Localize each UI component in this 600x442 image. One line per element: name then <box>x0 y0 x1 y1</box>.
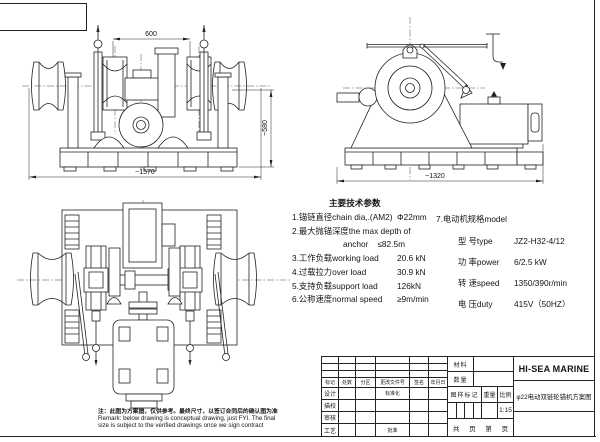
frame-border-right <box>594 0 596 437</box>
rev-header-zone: 分区 <box>356 378 376 388</box>
warping-drum-right-plan <box>213 252 257 306</box>
motor-spec-row: 转 速speed 1350/390r/min <box>458 277 568 288</box>
spec-item: 4.过载拉力over load 30.9 kN <box>292 266 426 277</box>
spec-item: 6.公称速度normal speed ≥9m/min <box>292 294 429 305</box>
dim-580-label: ~580 <box>262 120 269 136</box>
rev-header-docno: 更改文件号 <box>376 378 410 388</box>
gear-housing <box>124 47 179 118</box>
gearbox-plan <box>122 202 176 269</box>
plan-view-drawing <box>17 200 290 412</box>
remark-chinese: 注：此图为方案图，仅供参考。最终尺寸，以签订合同后的确认图为准 <box>98 409 278 415</box>
material-scale-table: 材料 数量 图样标记 重量 比例 1:15 共 页 <box>448 357 514 436</box>
motor-specs: 7.电动机规格model 型 号type JZ2-H32-4/12 功 率pow… <box>436 214 596 314</box>
hand-pipe <box>486 33 506 70</box>
quantity-label: 数量 <box>448 372 474 387</box>
row-label-trace: 描校 <box>322 400 339 412</box>
motor-plan <box>112 291 175 409</box>
motor-spec-row: 型 号type JZ2-H32-4/12 <box>458 236 565 247</box>
motor-specs-heading: 7.电动机规格model <box>436 214 508 224</box>
remark-english-line2: size is subject to the verified drawings… <box>98 421 264 429</box>
rev-header-mark: 标记 <box>322 378 339 388</box>
chain-wheel-right-plan <box>177 245 203 311</box>
guard-right <box>157 136 189 149</box>
spec-item: anchor ≤82.5m <box>343 239 405 250</box>
motor-side <box>459 91 543 149</box>
row-label-check: 审核 <box>322 412 339 424</box>
brake-spindle-right <box>196 25 212 141</box>
company-name: HI-SEA MARINE <box>514 357 594 381</box>
dim-600-label: 600 <box>145 31 157 38</box>
spec-item: 5.支持负载support load 126kN <box>292 280 421 291</box>
rev-header-date: 年月日 <box>429 378 448 388</box>
dimension-600: 600 <box>112 31 191 57</box>
pedestal-left <box>67 76 79 149</box>
guard-left <box>93 136 125 149</box>
motor-front <box>118 102 164 148</box>
chain-wheel-left-plan <box>83 245 109 311</box>
tech-specs: 主要技术参数 1.锚链直径chain dia,.(AM2) Φ22mm 2.最大… <box>292 197 444 307</box>
row-label-design: 设计 <box>322 388 339 400</box>
revision-table: 标记 处数 分区 更改文件号 签名 年月日 设计 标准化 描校 审核 <box>322 357 448 436</box>
dimension-1570: ~1570 <box>28 88 262 180</box>
frame-corner-tab <box>0 3 87 31</box>
dimension-580: ~580 <box>232 89 274 168</box>
dim-1570-label: ~1570 <box>135 169 155 176</box>
control-lever <box>366 43 488 99</box>
title-block: 标记 处数 分区 更改文件号 签名 年月日 设计 标准化 描校 审核 <box>321 356 595 437</box>
spec-item: 2.最大抛锚深度the max depth of <box>292 225 411 236</box>
brake-levers-plan <box>74 271 230 361</box>
rev-header-sign: 签名 <box>410 378 429 388</box>
dimension-1320: ~1320 <box>336 144 544 184</box>
spec-item: 3.工作负载working load 20.6 kN <box>292 253 426 264</box>
wheel-spindles-plan <box>91 310 195 366</box>
chain-wheel-left <box>102 56 128 111</box>
chain-wheel-side <box>374 52 446 124</box>
remark-english-line1: Remark: below drawing is conceptual draw… <box>98 415 276 422</box>
spec-item: 1.锚链直径chain dia,.(AM2) Φ22mm <box>292 212 427 222</box>
front-view-drawing: 600 ~1570 ~580 <box>22 25 274 180</box>
pedestal-right <box>217 76 229 149</box>
scale-value: 1:15 <box>498 403 514 419</box>
motor-spec-row: 功 率power 6/2.5 kW <box>458 257 547 268</box>
sheet-count-row: 共 页 第 页 <box>448 419 514 436</box>
warping-drum-left <box>31 61 66 111</box>
base-frame <box>59 147 238 172</box>
brake-spindle-left <box>90 25 106 141</box>
scale-label: 比例 <box>498 387 514 403</box>
motor-spec-row: 电 压duty 415V（50HZ） <box>458 298 571 309</box>
specs-heading: 主要技术参数 <box>329 198 381 208</box>
row-label-process: 工艺 <box>322 424 339 436</box>
mark-label: 图样标记 <box>448 387 482 403</box>
base-frame-side <box>344 147 544 170</box>
warping-drum-right <box>212 61 247 111</box>
frame-border-bottom <box>0 436 596 438</box>
material-label: 材料 <box>448 357 474 372</box>
row-label-approve: 批准 <box>376 424 410 436</box>
weight-label: 重量 <box>482 387 498 403</box>
side-view-drawing: ~1320 <box>336 17 544 184</box>
drawing-title: φ22电动双链轮锚机方案图 <box>514 381 594 412</box>
remark-note: 注：此图为方案图，仅供参考。最终尺寸，以签订合同后的确认图为准 Remark: … <box>98 409 322 430</box>
company-block: HI-SEA MARINE φ22电动双链轮锚机方案图 <box>514 357 594 436</box>
row-label-standard: 标准化 <box>376 388 410 400</box>
dim-1320-label: ~1320 <box>425 173 445 180</box>
rev-header-count: 处数 <box>339 378 356 388</box>
warping-drum-left-plan <box>30 252 74 306</box>
